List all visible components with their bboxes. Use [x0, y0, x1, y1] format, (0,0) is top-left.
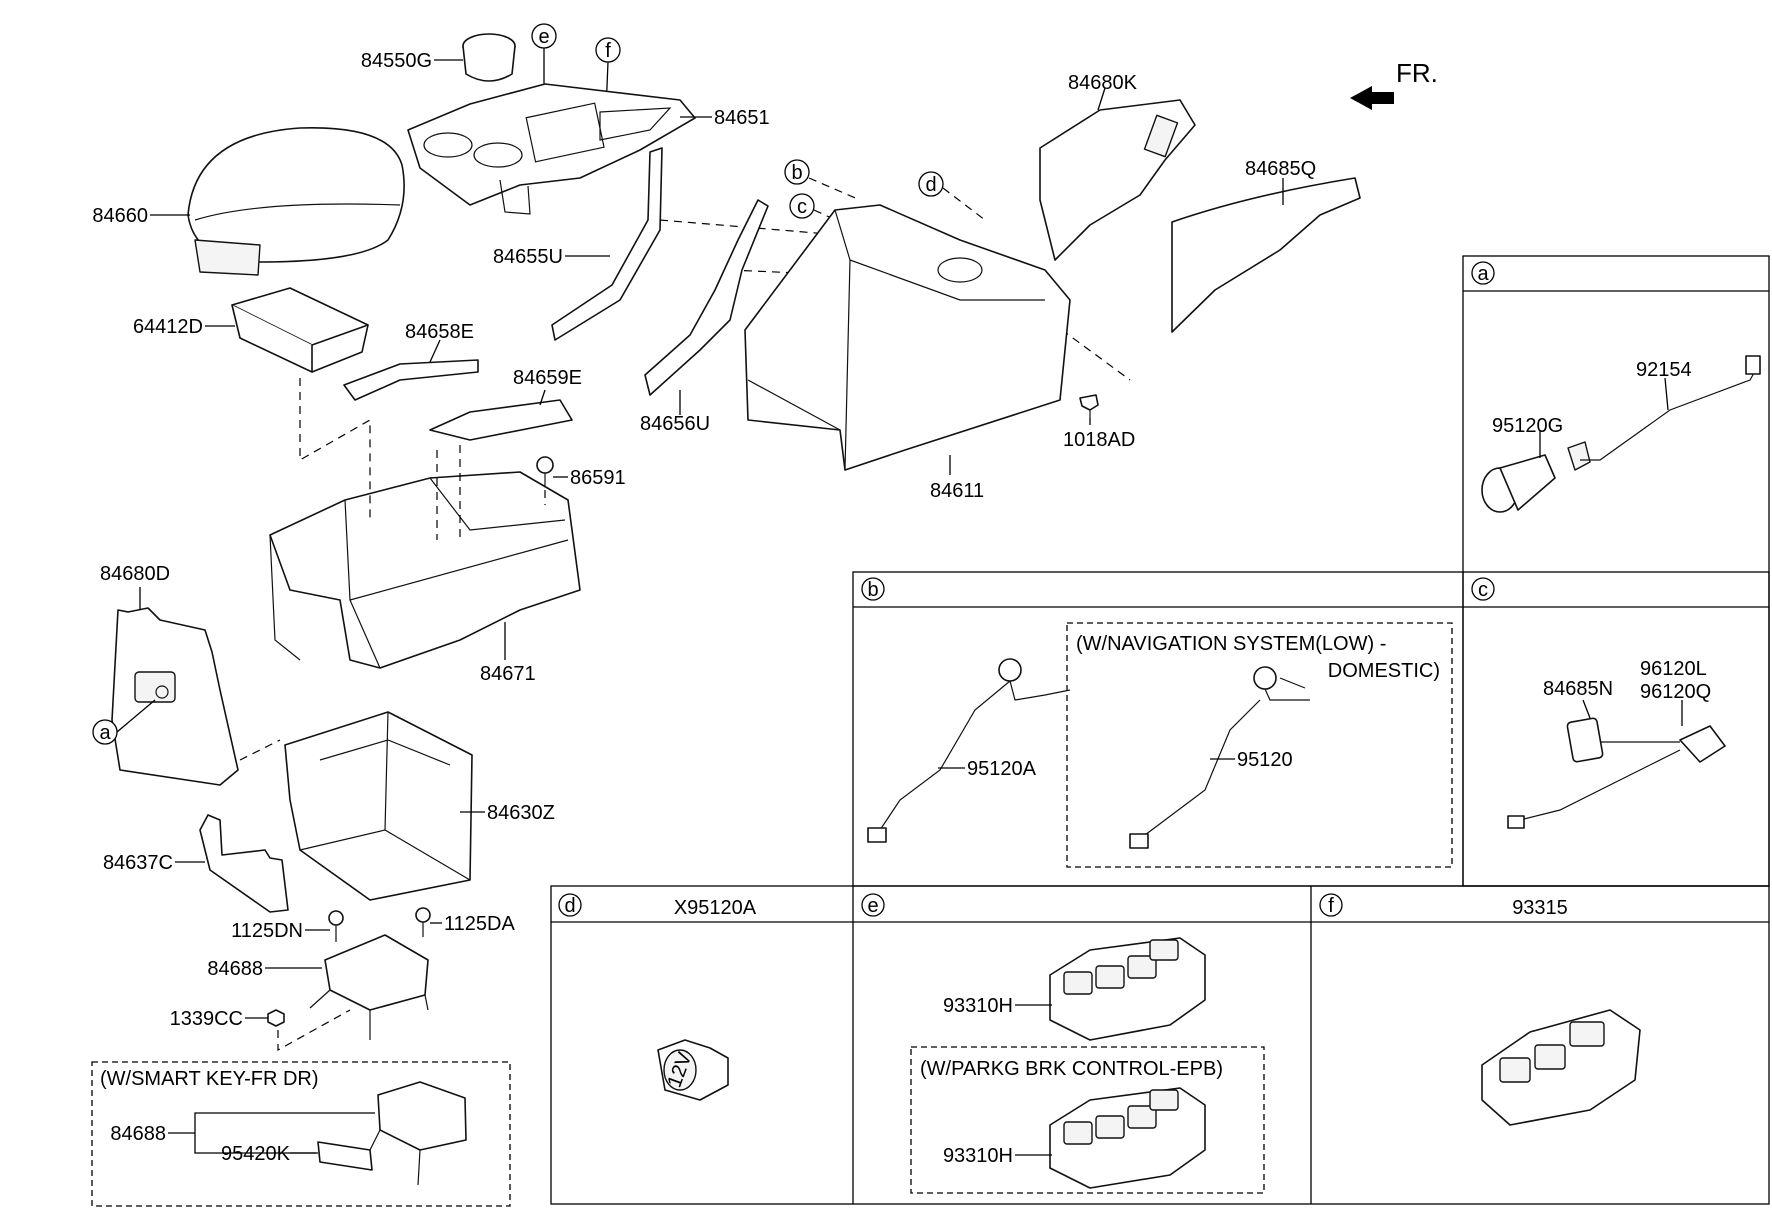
callout-d-label: d [925, 174, 936, 196]
storage-box-84630Z [284, 711, 473, 901]
label-92154: 92154 [1636, 359, 1692, 381]
label-1125DA: 1125DA [444, 913, 515, 935]
label-86591: 86591 [570, 467, 626, 489]
callout-b-panel [861, 577, 885, 601]
label-95120: 95120 [1237, 749, 1293, 771]
label-84671: 84671 [480, 663, 536, 685]
label-95420K: 95420K [221, 1143, 291, 1165]
switch-assembly-93315 [1481, 1009, 1641, 1126]
callout-d-panel [558, 893, 582, 917]
side-panel-84685Q [1171, 177, 1361, 333]
bolt-1125DN [328, 910, 344, 942]
wiring-harness-92154 [1580, 355, 1761, 461]
callout-d [918, 171, 944, 197]
label-96120L: 96120L [1640, 658, 1707, 680]
label-93310H: 93310H [943, 995, 1013, 1017]
panel-d-title: X95120A [674, 897, 757, 919]
console-main-84611 [744, 204, 1071, 471]
usb-harness-95120 [1129, 666, 1310, 849]
callout-e-panel-label: e [867, 895, 878, 917]
console-upper-cover [407, 83, 696, 215]
bracket-84637C [199, 814, 289, 913]
label-95120A: 95120A [967, 758, 1037, 780]
bolt-1125DA [415, 907, 431, 937]
panel-callouts: a b c d e f [558, 261, 1495, 917]
callout-b [784, 159, 810, 185]
switch-assembly-93310H-epb [1049, 1087, 1206, 1189]
console-side-strip-84655U [551, 147, 663, 341]
label-84655U: 84655U [493, 246, 563, 268]
module-95420K [317, 1141, 373, 1171]
label-84611: 84611 [930, 480, 984, 502]
callout-c-panel-label: c [1478, 579, 1488, 601]
callout-c-label: c [797, 196, 807, 218]
power-socket-x95120a: 12V [657, 1039, 729, 1101]
label-1125DN: 1125DN [231, 920, 303, 942]
label-84688: 84688 [207, 958, 263, 980]
bezel-84685N [1566, 717, 1604, 763]
side-cover-84680D [111, 607, 239, 786]
panel-frames [91, 255, 1770, 1207]
smart-key-note: (W/SMART KEY-FR DR) [100, 1068, 319, 1090]
callout-d-panel-label: d [564, 895, 575, 917]
label-84685Q: 84685Q [1245, 158, 1316, 180]
aux-jack-96120L [1507, 725, 1726, 829]
label-84656U: 84656U [640, 413, 710, 435]
label-84651: 84651 [714, 107, 770, 129]
callout-a-panel-label: a [1477, 263, 1489, 285]
label-84680K: 84680K [1068, 72, 1138, 94]
label-84659E: 84659E [513, 367, 582, 389]
console-body-84671 [269, 471, 581, 669]
nav-note-line2: DOMESTIC) [1328, 660, 1440, 682]
console-side-strip-84656U [644, 199, 769, 396]
callout-f-panel [1319, 893, 1343, 917]
callout-b-panel-label: b [867, 579, 878, 601]
label-84685N: 84685N [1543, 678, 1613, 700]
usb-harness-95120A [867, 658, 1071, 843]
label-93310H-epb: 93310H [943, 1145, 1013, 1167]
label-84660: 84660 [92, 205, 148, 227]
bracket-84688 [309, 934, 429, 1040]
label-1018AD: 1018AD [1063, 429, 1135, 451]
nav-note-line1: (W/NAVIGATION SYSTEM(LOW) - [1076, 633, 1386, 655]
clip-1018AD [1079, 394, 1099, 418]
epb-note: (W/PARKG BRK CONTROL-EPB) [920, 1058, 1223, 1080]
bracket-84688-smart-key [369, 1081, 467, 1186]
label-84688-smart-key: 84688 [110, 1123, 166, 1145]
callout-c-panel [1471, 577, 1495, 601]
cup-holder-insert [462, 33, 516, 82]
side-panel-84680K [1039, 99, 1196, 261]
panel-f-title: 93315 [1512, 897, 1568, 919]
callout-b-label: b [791, 162, 802, 184]
front-direction-arrow: FR. [1350, 58, 1438, 110]
callout-a-label: a [99, 722, 111, 744]
label-84680D: 84680D [100, 563, 170, 585]
console-tray [231, 287, 369, 373]
armrest-lid [187, 126, 405, 276]
nut-1339CC [267, 1009, 285, 1027]
label-95120G: 95120G [1492, 415, 1563, 437]
label-64412D: 64412D [133, 316, 203, 338]
front-label: FR. [1396, 58, 1438, 88]
callout-f-label: f [605, 40, 611, 62]
callout-e-panel [861, 893, 885, 917]
label-96120Q: 96120Q [1640, 681, 1711, 703]
callout-e-label: e [538, 26, 549, 48]
label-84658E: 84658E [405, 321, 474, 343]
label-84550G: 84550G [361, 50, 432, 72]
label-84637C: 84637C [103, 852, 173, 874]
label-84630Z: 84630Z [487, 802, 555, 824]
screw-86591 [536, 456, 554, 490]
console-side-trim-84658E [343, 359, 479, 401]
callout-f-panel-label: f [1328, 895, 1334, 917]
label-1339CC: 1339CC [170, 1008, 243, 1030]
switch-assembly-93310H [1049, 937, 1206, 1041]
assembly-guides-left [239, 378, 546, 761]
console-cover-84659E [429, 399, 573, 441]
callout-a-panel [1471, 261, 1495, 285]
cigar-lighter-socket-95120G [1481, 441, 1591, 513]
callout-c [789, 193, 815, 219]
